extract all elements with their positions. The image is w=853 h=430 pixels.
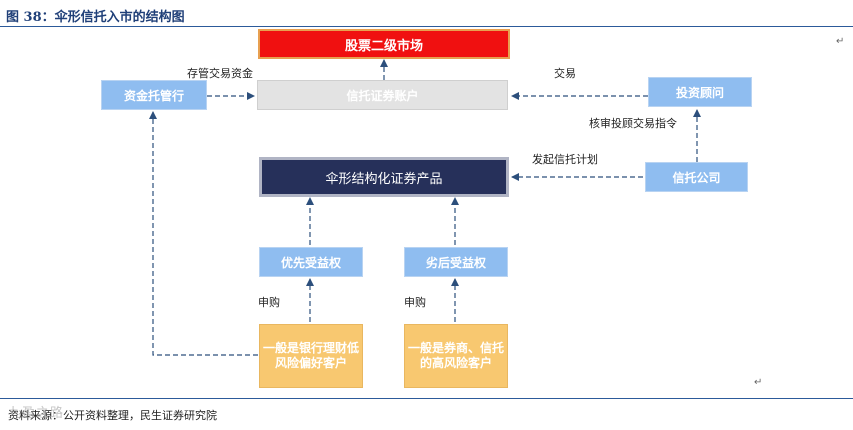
label-trade: 交易 — [554, 67, 576, 80]
label-initiate-plan: 发起信托计划 — [532, 153, 598, 166]
node-priority-beneficiary: 优先受益权 — [259, 247, 363, 277]
label-custody-funds: 存管交易资金 — [187, 67, 253, 80]
node-broker-clients: 一般是券商、信托的高风险客户 — [404, 324, 508, 388]
node-custodian-bank: 资金托管行 — [101, 80, 207, 110]
bottom-rule — [0, 398, 853, 399]
node-trust-company: 信托公司 — [645, 162, 748, 192]
node-umbrella-product: 伞形结构化证券产品 — [259, 157, 509, 197]
node-bank-clients: 一般是银行理财低风险偏好客户 — [259, 324, 363, 388]
label-review-orders: 核审投顾交易指令 — [589, 117, 677, 130]
watermark: 九盈之路 — [8, 406, 65, 421]
figure-title: 图 38：伞形信托入市的结构图 — [6, 10, 185, 25]
node-investment-advisor: 投资顾问 — [648, 77, 752, 107]
paragraph-mark: ↵ — [836, 36, 845, 47]
node-trust-account: 信托证券账户 — [257, 80, 508, 110]
top-rule — [0, 26, 853, 27]
source-note: 资料来源：公开资料整理，民生证券研究院 — [8, 409, 217, 422]
paragraph-mark: ↵ — [754, 377, 763, 388]
node-subordinate-beneficiary: 劣后受益权 — [404, 247, 508, 277]
label-subscribe-subordinate: 申购 — [404, 296, 426, 309]
node-stock-market: 股票二级市场 — [258, 29, 510, 59]
arrow-bankclients-to-bank — [149, 111, 258, 356]
label-subscribe-priority: 申购 — [258, 296, 280, 309]
